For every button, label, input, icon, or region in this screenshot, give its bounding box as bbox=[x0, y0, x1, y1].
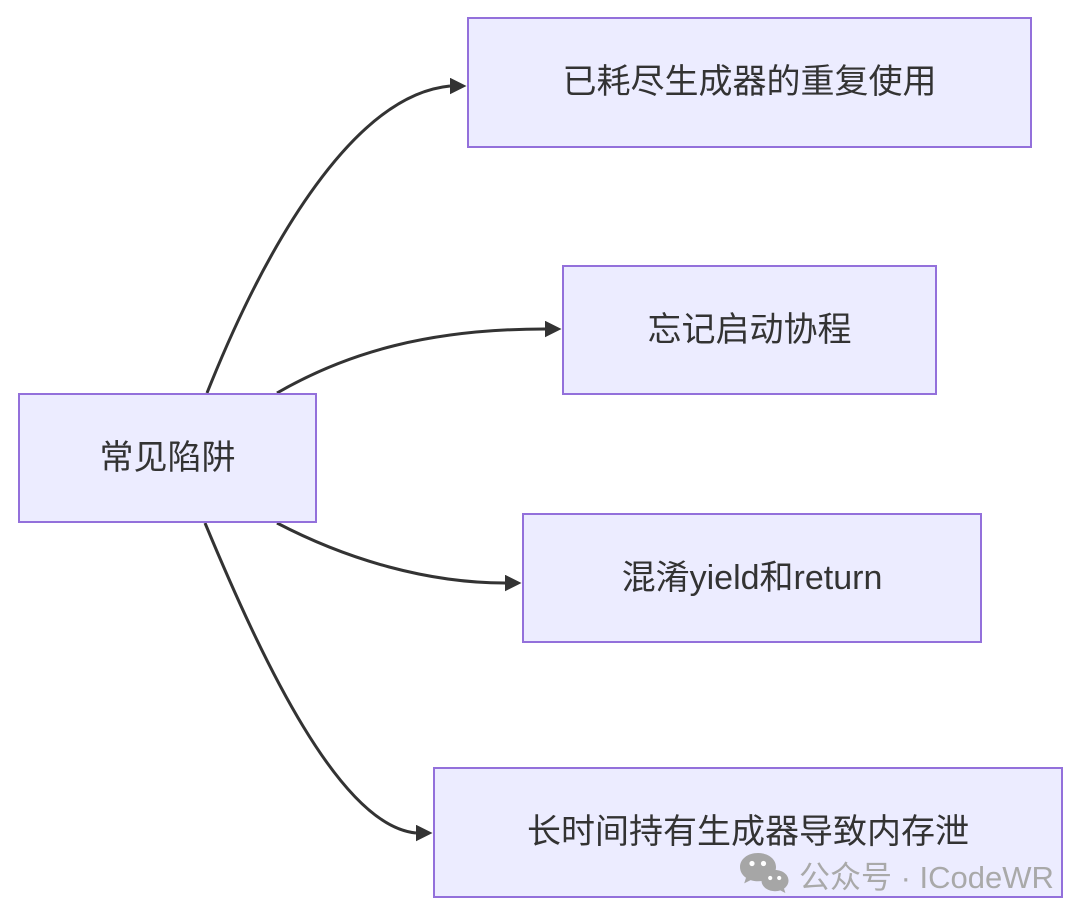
node-exhausted-generator-reuse: 已耗尽生成器的重复使用 bbox=[467, 17, 1032, 148]
node-label: 已耗尽生成器的重复使用 bbox=[562, 63, 937, 102]
edge-root-to-child-0 bbox=[205, 77, 467, 394]
node-label: 混淆yield和return bbox=[621, 558, 883, 597]
node-label: 常见陷阱 bbox=[99, 438, 236, 477]
wechat-icon bbox=[738, 851, 790, 897]
node-label: 长时间持有生成器导致内存泄 bbox=[527, 813, 969, 852]
node-confuse-yield-return: 混淆yield和return bbox=[522, 513, 982, 643]
watermark-text: 公众号 · ICodeWR bbox=[799, 859, 1054, 895]
edge-root-to-child-3 bbox=[203, 522, 433, 842]
node-common-pitfalls: 常见陷阱 bbox=[18, 393, 317, 523]
node-forget-start-coroutine: 忘记启动协程 bbox=[562, 265, 937, 395]
watermark: 公众号 · ICodeWR bbox=[738, 851, 1054, 897]
edge-root-to-child-2 bbox=[276, 521, 522, 592]
edge-root-to-child-1 bbox=[276, 320, 562, 395]
node-label: 忘记启动协程 bbox=[647, 310, 852, 349]
